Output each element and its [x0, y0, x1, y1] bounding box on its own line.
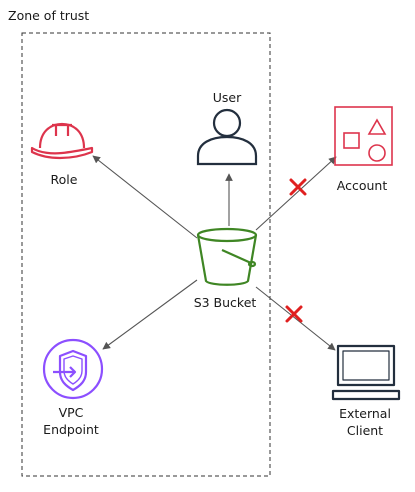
zone-of-trust-boundary [21, 32, 271, 477]
role-label: Role [51, 172, 78, 187]
account-icon [334, 106, 393, 166]
arrow-bucket-to-vpc-endpoint [102, 279, 198, 350]
user-icon [196, 108, 258, 166]
connectors [92, 155, 337, 351]
denied-mark-external-client [285, 305, 303, 323]
arrow-bucket-to-role [92, 155, 198, 239]
bucket-icon [196, 227, 258, 286]
vpc-endpoint-label-line1: VPC [59, 405, 84, 420]
arrow-bucket-to-external-client [255, 286, 336, 351]
account-node[interactable]: Account [334, 106, 393, 193]
role-node[interactable]: Role [30, 122, 94, 187]
vpc-endpoint-label-line2: Endpoint [43, 422, 99, 437]
s3-bucket-label: S3 Bucket [194, 295, 257, 310]
external-client-label-line2: Client [347, 423, 383, 438]
denied-mark-account [289, 178, 307, 196]
computer-icon [331, 344, 401, 401]
user-node[interactable]: User [196, 90, 258, 166]
user-label: User [213, 90, 242, 105]
s3-bucket-node[interactable]: S3 Bucket [194, 227, 258, 310]
vpc-endpoint-node[interactable]: VPC Endpoint [42, 338, 104, 437]
zone-title: Zone of trust [8, 8, 89, 23]
external-client-node[interactable]: External Client [331, 344, 401, 438]
arrow-bucket-to-account [255, 156, 337, 231]
vpc-endpoint-icon [42, 338, 104, 400]
hard-hat-icon [30, 122, 94, 160]
account-label: Account [337, 178, 388, 193]
external-client-label-line1: External [339, 406, 391, 421]
